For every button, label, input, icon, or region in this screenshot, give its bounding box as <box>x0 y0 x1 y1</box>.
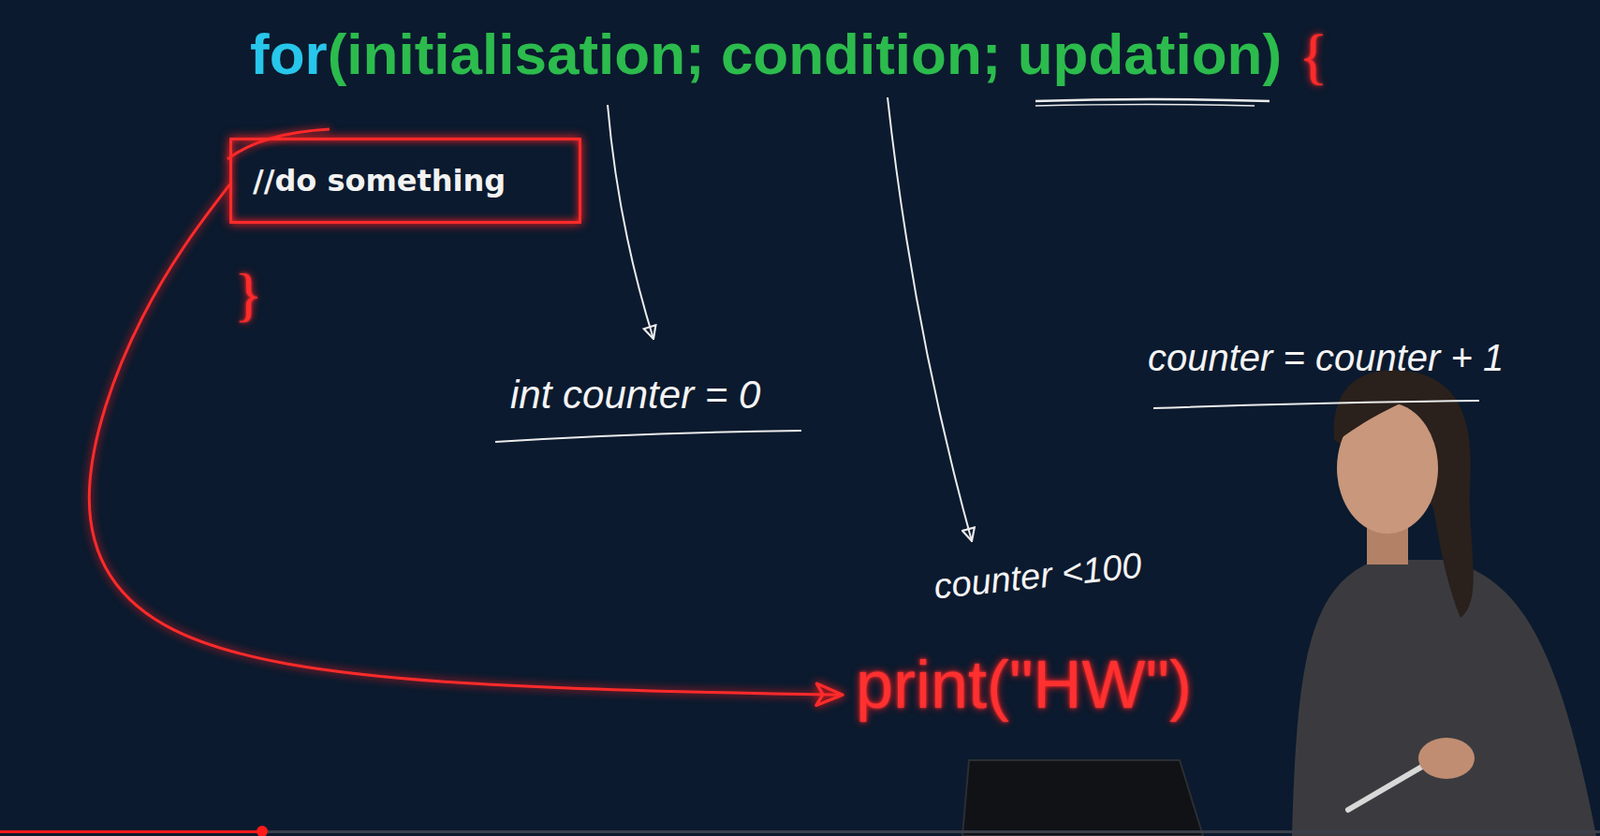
code-box: //do something <box>229 137 582 224</box>
hand <box>1418 737 1475 779</box>
shirt <box>1291 559 1597 836</box>
handwritten-note: int counter = 0 <box>510 372 761 418</box>
print-statement: print("HW") <box>842 640 1208 729</box>
underline <box>495 430 802 442</box>
highlight-stroke <box>227 129 330 160</box>
underline <box>1153 400 1480 409</box>
presenter-figure <box>1291 369 1597 836</box>
underline <box>1035 99 1270 102</box>
progress-track <box>0 830 1600 834</box>
leader-arrow <box>607 104 654 339</box>
hair-front <box>1338 385 1433 441</box>
brace: } <box>234 260 264 330</box>
brace: { <box>1298 20 1329 92</box>
loop-header: (initialisation; condition; updation) <box>327 20 1282 88</box>
leader-arrow <box>887 97 972 542</box>
code-box-text: //do something <box>252 162 558 199</box>
print-statement-text: print("HW") <box>855 645 1195 723</box>
keyword: for <box>249 20 328 88</box>
handwritten-note: counter <100 <box>931 544 1144 607</box>
flow-arrow <box>88 185 843 696</box>
hair <box>1334 369 1474 618</box>
progress-bar <box>0 830 263 834</box>
progress-dot <box>256 825 268 836</box>
underline <box>1035 104 1255 107</box>
laptop <box>962 760 1204 836</box>
handwritten-note: counter = counter + 1 <box>1147 337 1504 380</box>
